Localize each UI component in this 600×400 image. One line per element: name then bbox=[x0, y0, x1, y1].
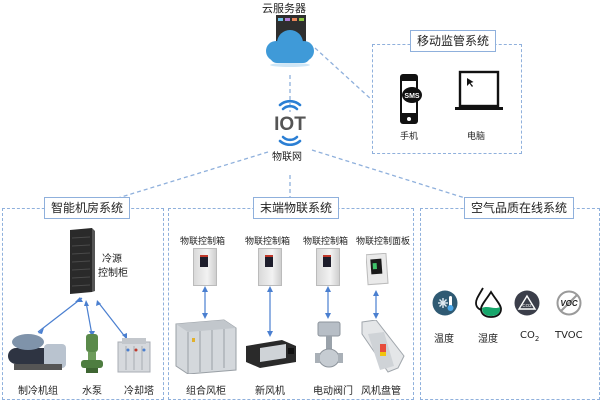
arrow-controller-chiller bbox=[37, 297, 83, 333]
arrow-controller-pump bbox=[85, 301, 93, 336]
electric-valve-icon bbox=[315, 321, 343, 368]
fan-coil-unit-icon bbox=[361, 320, 405, 373]
cooling-tower-icon bbox=[117, 338, 151, 373]
svg-text:SMS: SMS bbox=[404, 93, 420, 100]
server-rack-icon bbox=[70, 228, 95, 294]
ahu-label: 组合风柜 bbox=[186, 386, 226, 397]
controller-label-1: 物联控制箱 bbox=[180, 237, 226, 247]
controller-label-2: 物联控制箱 bbox=[245, 237, 291, 247]
controller-label-4: 物联控制面板 bbox=[356, 237, 411, 247]
smartphone-sms-icon: SMS bbox=[400, 74, 422, 124]
cooling-tower-label: 冷却塔 bbox=[124, 386, 154, 397]
air-quality-title: 空气品质在线系统 bbox=[464, 197, 575, 219]
iot-control-box-icon bbox=[258, 248, 282, 286]
phone-label: 手机 bbox=[400, 132, 419, 142]
tvoc-icon: VOC bbox=[556, 290, 582, 316]
cursor-icon bbox=[467, 78, 474, 87]
svg-text:VOC: VOC bbox=[560, 299, 578, 308]
link-iot-machine-room bbox=[117, 151, 269, 199]
iot-label: 物联网 bbox=[272, 152, 302, 163]
iot-logo-text: IOT bbox=[274, 114, 306, 135]
temperature-icon bbox=[432, 290, 458, 316]
cold-source-cabinet-label-2: 控制柜 bbox=[98, 268, 128, 279]
water-pump-icon bbox=[81, 334, 103, 373]
tvoc-label: TVOC bbox=[555, 330, 583, 341]
svg-text:CO2: CO2 bbox=[522, 303, 532, 308]
co2-icon: CO2 bbox=[514, 290, 540, 316]
computer-label: 电脑 bbox=[467, 132, 486, 142]
machine-room-title: 智能机房系统 bbox=[44, 197, 131, 219]
electric-valve-label: 电动阀门 bbox=[313, 386, 353, 397]
cloud-server-icon bbox=[266, 15, 314, 67]
air-handling-unit-icon bbox=[175, 319, 237, 374]
chiller-unit-icon bbox=[8, 334, 66, 370]
controller-label-3: 物联控制箱 bbox=[303, 237, 349, 247]
humidity-label: 湿度 bbox=[478, 334, 498, 345]
fresh-air-unit-label: 新风机 bbox=[255, 386, 285, 397]
iot-control-panel-icon bbox=[366, 253, 389, 286]
water-pump-label: 水泵 bbox=[82, 386, 102, 397]
cloud-server-label: 云服务器 bbox=[262, 2, 306, 15]
cold-source-cabinet-label-1: 冷源 bbox=[102, 254, 122, 265]
chiller-label: 制冷机组 bbox=[18, 386, 58, 397]
terminal-panel-title: 末端物联系统 bbox=[253, 197, 340, 219]
link-cloud-mobile bbox=[314, 47, 373, 101]
iot-control-box-icon bbox=[193, 248, 217, 286]
humidity-icon bbox=[475, 287, 502, 318]
laptop-icon bbox=[455, 70, 503, 110]
arrow-controller-tower bbox=[97, 301, 127, 339]
temperature-label: 温度 bbox=[434, 334, 454, 345]
iot-control-box-icon bbox=[316, 248, 340, 286]
fan-coil-label: 风机盘管 bbox=[361, 386, 401, 397]
iot-logo-icon: IOT bbox=[274, 100, 306, 146]
link-iot-air-quality bbox=[311, 149, 466, 199]
fresh-air-unit-icon bbox=[246, 340, 296, 368]
mobile-panel-title: 移动监管系统 bbox=[410, 30, 497, 52]
co2-label: CO2 bbox=[520, 330, 540, 343]
